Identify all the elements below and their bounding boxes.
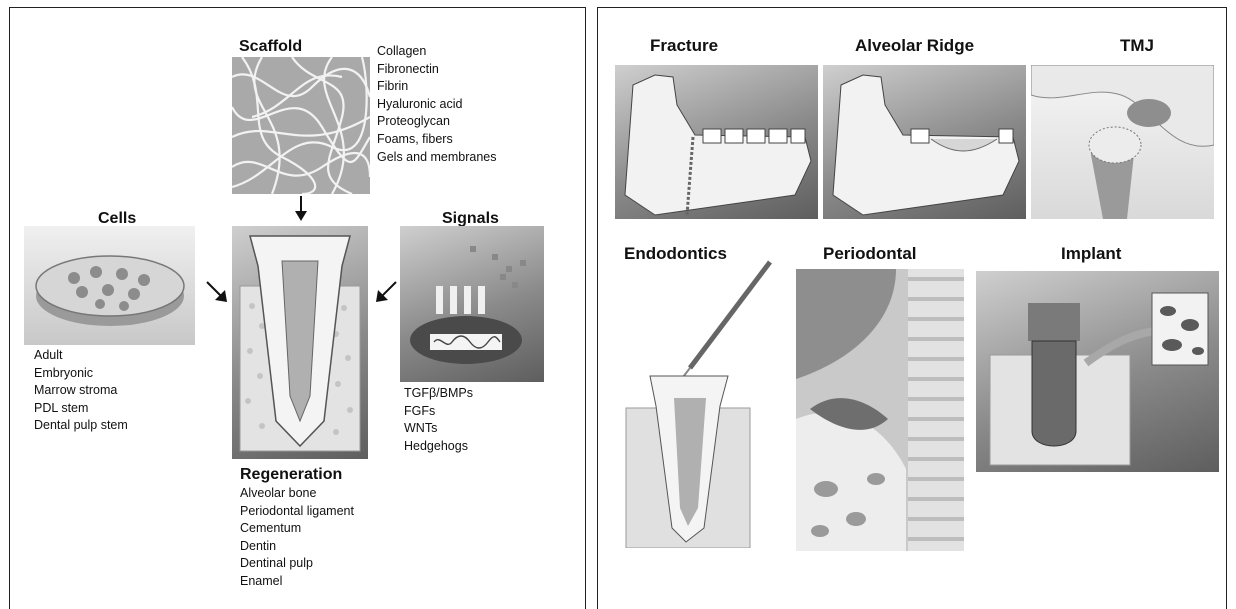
arrow-down-icon — [294, 196, 308, 222]
signals-item: TGFβ/BMPs — [404, 385, 473, 403]
cells-petri-dish-image — [24, 226, 195, 345]
scaffold-title: Scaffold — [239, 38, 302, 56]
fracture-title: Fracture — [650, 36, 718, 56]
regeneration-list: Alveolar bone Periodontal ligament Cemen… — [240, 485, 354, 591]
regeneration-title: Regeneration — [240, 466, 342, 484]
tmj-title: TMJ — [1120, 36, 1154, 56]
signals-list: TGFβ/BMPs FGFs WNTs Hedgehogs — [404, 385, 473, 455]
right-panel: Fracture Alveolar Ridge TMJ Endodontics — [597, 7, 1227, 609]
implant-title: Implant — [1061, 244, 1121, 264]
arrow-diagonal-icon — [205, 280, 229, 304]
regeneration-item: Dentin — [240, 538, 354, 556]
alveolar-ridge-image — [823, 65, 1026, 219]
periodontal-title: Periodontal — [823, 244, 917, 264]
signals-item: Hedgehogs — [404, 438, 473, 456]
tmj-image — [1031, 65, 1214, 219]
cells-item: Adult — [34, 347, 128, 365]
alveolar-ridge-title: Alveolar Ridge — [855, 36, 974, 56]
regeneration-item: Cementum — [240, 520, 354, 538]
regeneration-item: Alveolar bone — [240, 485, 354, 503]
tooth-regeneration-image — [232, 226, 368, 459]
cells-item: Dental pulp stem — [34, 417, 128, 435]
arrow-diagonal-icon — [374, 280, 398, 304]
scaffold-item: Fibrin — [377, 78, 497, 96]
regeneration-item: Enamel — [240, 573, 354, 591]
periodontal-image — [796, 269, 964, 551]
signals-item: WNTs — [404, 420, 473, 438]
scaffold-fiber-image — [232, 57, 370, 194]
scaffold-list: Collagen Fibronectin Fibrin Hyaluronic a… — [377, 43, 497, 166]
cells-item: Embryonic — [34, 365, 128, 383]
scaffold-item: Gels and membranes — [377, 149, 497, 167]
cells-item: Marrow stroma — [34, 382, 128, 400]
cells-list: Adult Embryonic Marrow stroma PDL stem D… — [34, 347, 128, 435]
cells-item: PDL stem — [34, 400, 128, 418]
fracture-image — [615, 65, 818, 219]
regeneration-item: Dentinal pulp — [240, 555, 354, 573]
left-panel: Scaffold Collagen Fibronectin Fibrin Hya… — [9, 7, 586, 609]
scaffold-item: Hyaluronic acid — [377, 96, 497, 114]
scaffold-item: Proteoglycan — [377, 113, 497, 131]
signals-image — [400, 226, 544, 382]
scaffold-item: Fibronectin — [377, 61, 497, 79]
scaffold-item: Collagen — [377, 43, 497, 61]
implant-image — [976, 271, 1219, 472]
signals-item: FGFs — [404, 403, 473, 421]
regeneration-item: Periodontal ligament — [240, 503, 354, 521]
endodontics-image — [620, 258, 790, 548]
scaffold-item: Foams, fibers — [377, 131, 497, 149]
